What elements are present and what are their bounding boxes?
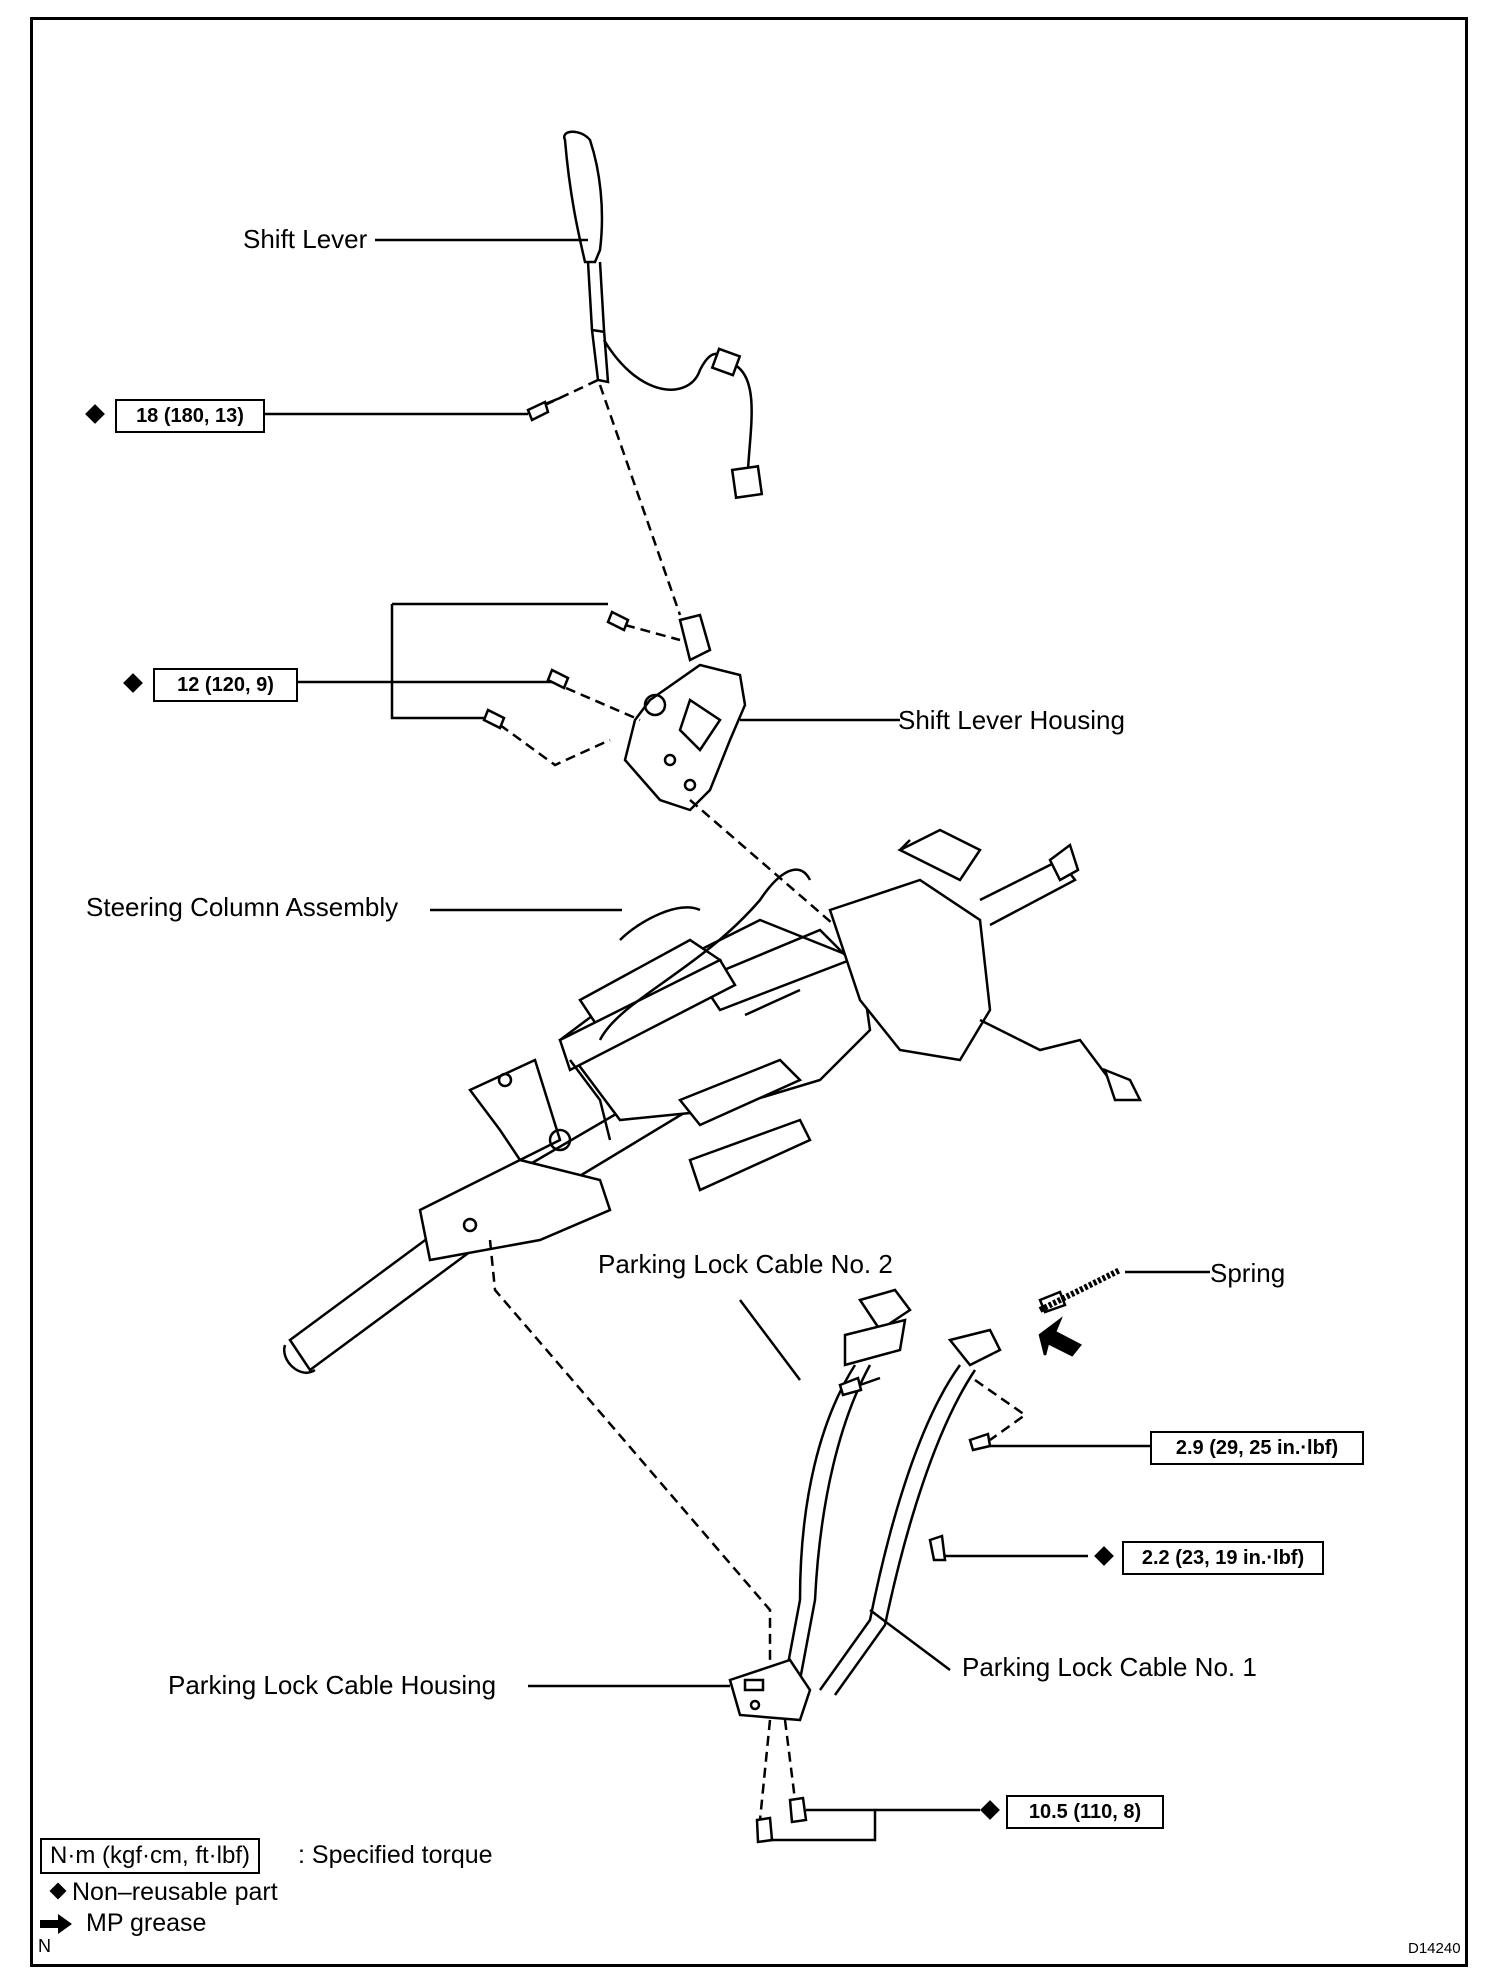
torque-box-2-2: 2.2 (23, 19 in.·lbf) — [1122, 1541, 1324, 1575]
legend-grease: MP grease — [86, 1909, 207, 1937]
label-shift-lever: Shift Lever — [243, 224, 368, 254]
diagram-frame — [30, 17, 1468, 1967]
shift-lever-part — [562, 130, 764, 500]
legend-nonreusable: Non–reusable part — [72, 1878, 278, 1906]
torque-box-10-5: 10.5 (110, 8) — [1006, 1795, 1164, 1829]
legend-unit-desc: : Specified torque — [298, 1841, 493, 1869]
torque-box-12: 12 (120, 9) — [153, 668, 298, 702]
label-spring: Spring — [1210, 1258, 1286, 1288]
corner-code-left: N — [38, 1936, 51, 1956]
label-parking-lock-cable-no1: Parking Lock Cable No. 1 — [962, 1652, 1257, 1682]
torque-box-2-9: 2.9 (29, 25 in.·lbf) — [1150, 1431, 1364, 1465]
spring-part — [1038, 1267, 1122, 1314]
shift-lever-housing-part — [623, 613, 747, 812]
label-steering-column-assembly: Steering Column Assembly — [86, 892, 399, 922]
label-parking-lock-cable-housing: Parking Lock Cable Housing — [168, 1670, 497, 1700]
grease-arrow-icon — [1038, 1316, 1082, 1357]
bolt-shift-lever — [526, 396, 561, 422]
parking-lock-cable-part — [728, 1288, 1002, 1722]
label-parking-lock-cable-no2: Parking Lock Cable No. 2 — [598, 1249, 893, 1279]
legend-unit-box: N·m (kgf·cm, ft·lbf) — [40, 1838, 260, 1875]
torque-box-18: 18 (180, 13) — [115, 399, 265, 433]
corner-code-right: D14240 — [1408, 1940, 1461, 1957]
label-shift-lever-housing: Shift Lever Housing — [898, 705, 1125, 735]
steering-column-part — [282, 828, 1143, 1374]
bolts-cable-mount — [755, 1376, 992, 1844]
legend-grease-arrow-icon — [40, 1914, 72, 1934]
bolts-shift-lever-housing — [482, 610, 630, 730]
